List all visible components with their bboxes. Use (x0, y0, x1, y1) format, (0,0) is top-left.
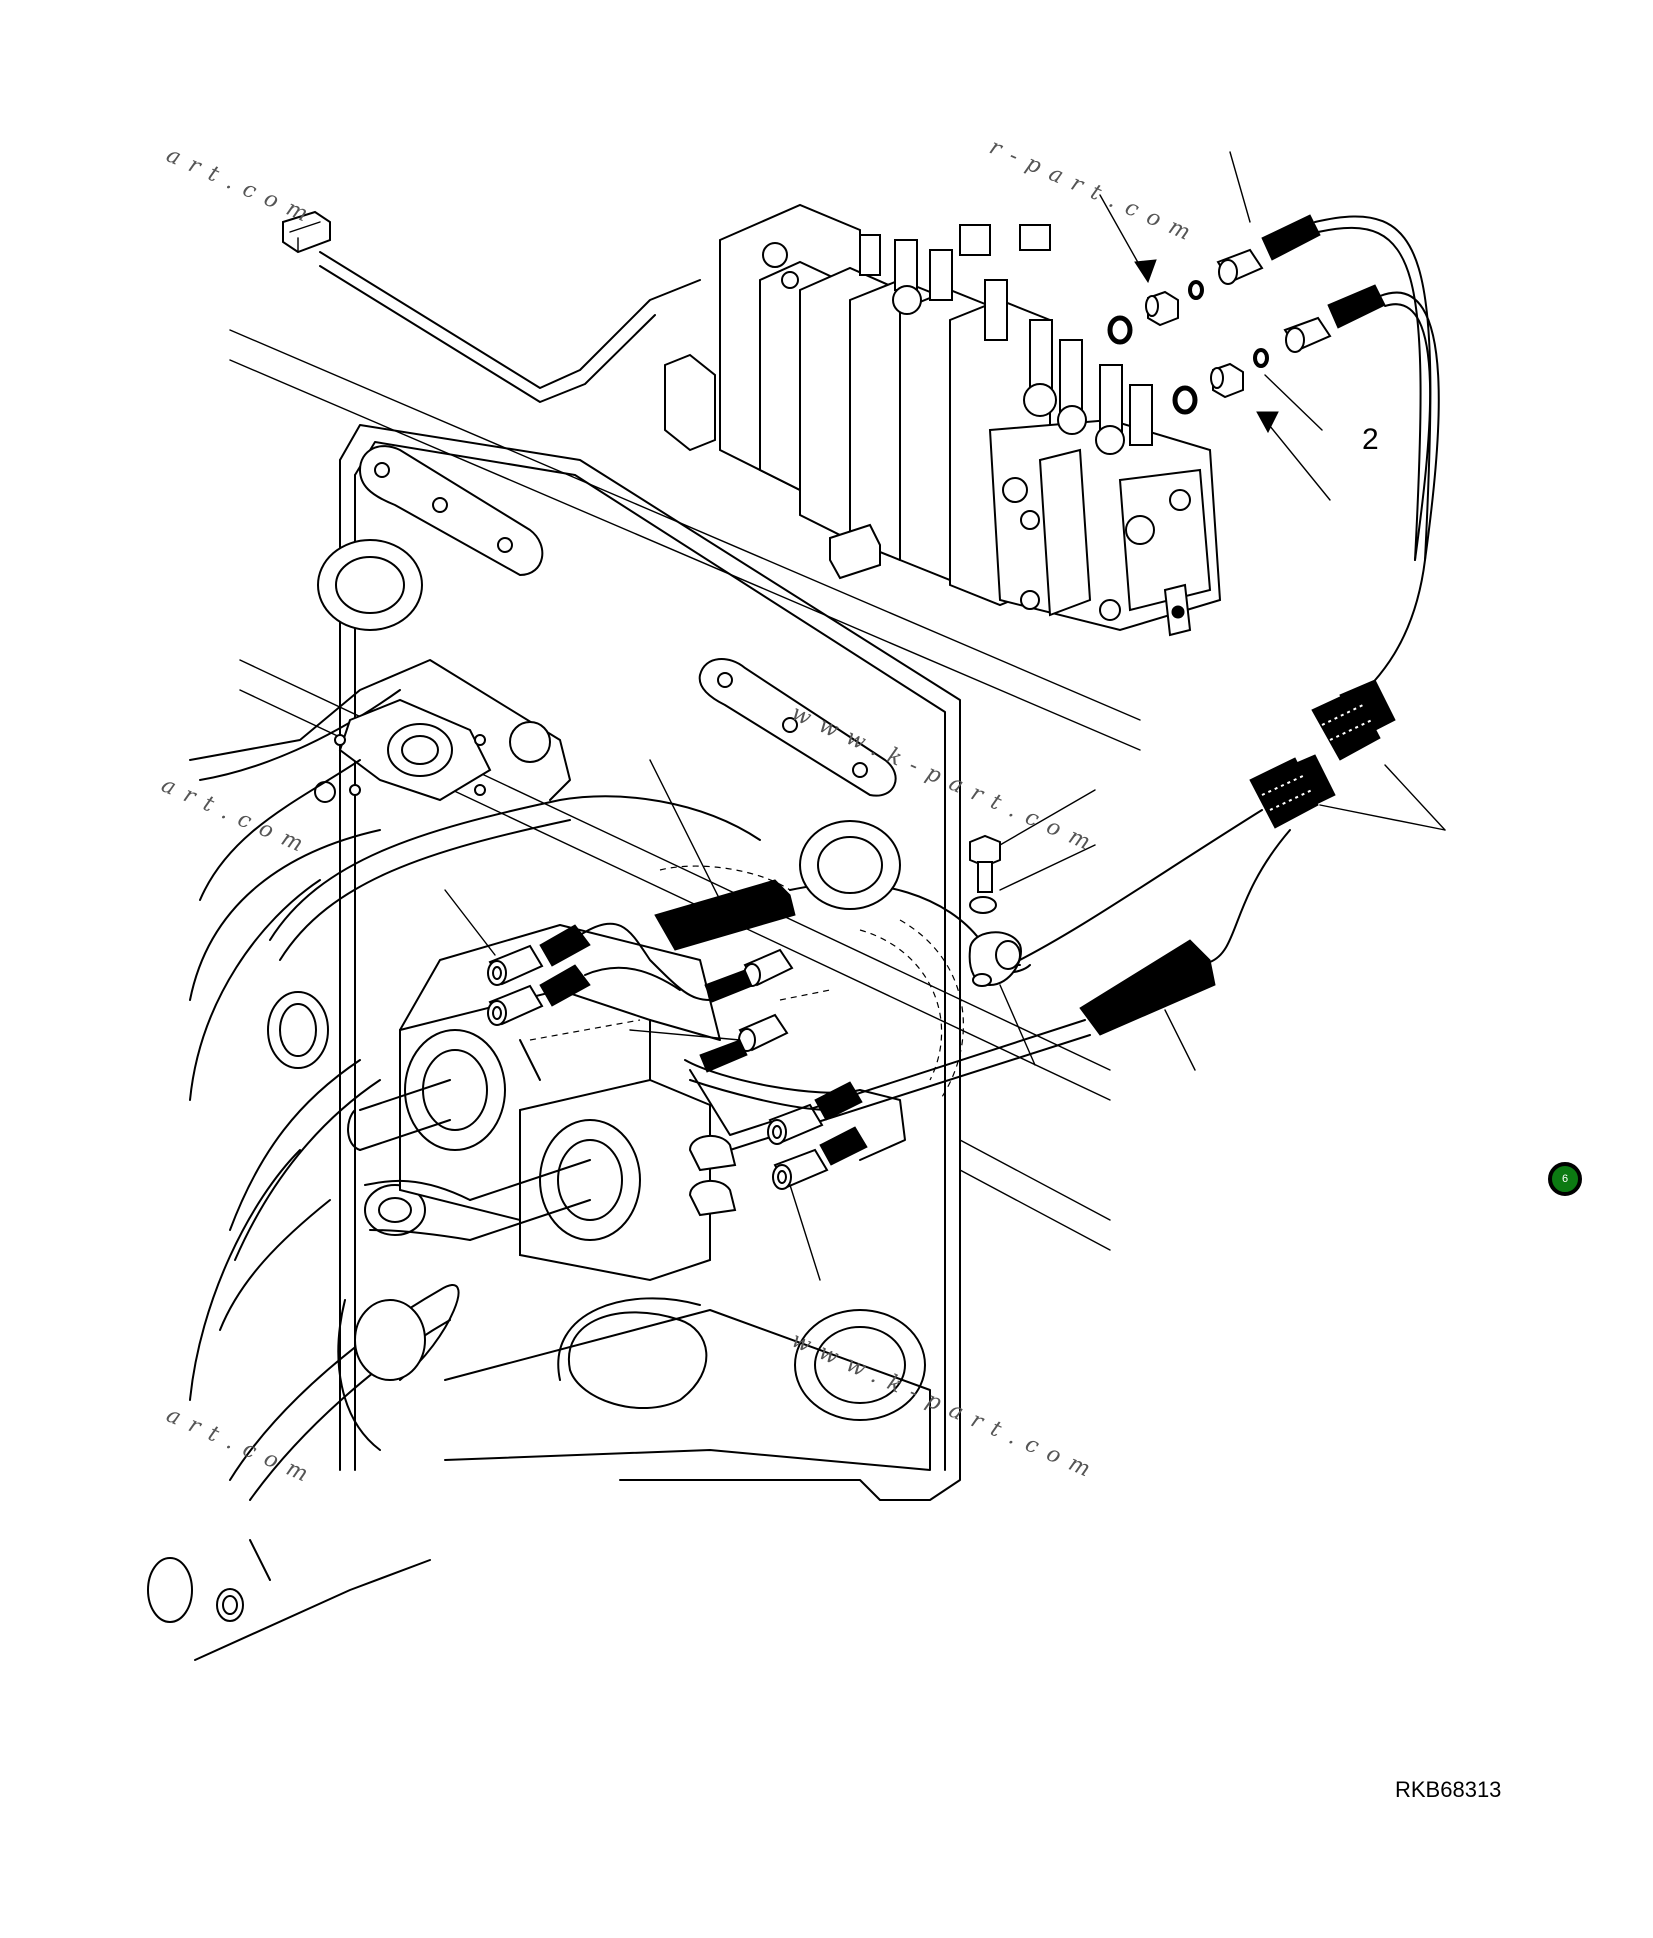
hose-end-upper (1216, 214, 1321, 285)
o-ring-lower-left (1172, 385, 1198, 415)
shaft-assembly (347, 924, 737, 1282)
bolt (969, 834, 1001, 893)
hose-fittings-lower (767, 1081, 868, 1190)
watermark-1: art.com (163, 143, 322, 232)
protective-sleeve-lower (1249, 754, 1336, 829)
hose-fittings-center (699, 948, 794, 1073)
control-valve-block (664, 203, 1222, 637)
o-ring-upper-left (1107, 315, 1133, 345)
page-badge[interactable]: 6 (1548, 1162, 1582, 1196)
watermark-4: art.com (158, 773, 317, 862)
large-hose-sleeve (1079, 939, 1216, 1036)
washer (969, 896, 997, 914)
drawing-reference-code: RKB68313 (1395, 1777, 1502, 1802)
fitting-elbow-upper (1145, 290, 1179, 327)
protective-sleeve-upper (1311, 679, 1396, 761)
hose-fittings-left (487, 924, 591, 1026)
middle-hose-sleeve (654, 879, 796, 951)
chassis-frame (317, 424, 961, 1501)
hydraulic-hose-lower (1379, 291, 1440, 561)
callout-number: 2 (1362, 423, 1379, 456)
bent-pipe (319, 251, 701, 389)
hose-end-lower (1283, 284, 1386, 353)
pipe-clip-top-left (282, 210, 331, 254)
seal-ring-upper (1188, 280, 1204, 300)
hydraulic-hose-upper (1314, 215, 1432, 711)
fitting-elbow-lower (1210, 362, 1244, 399)
swing-bracket (147, 659, 761, 1661)
seal-ring-lower (1253, 348, 1269, 368)
watermark-6: art.com (163, 1403, 322, 1492)
arrow-lower (1256, 411, 1279, 434)
watermark-2: r-part.com (986, 135, 1204, 251)
hose-clamp (968, 931, 1022, 987)
hidden-lines (529, 865, 964, 1101)
leader-lines (444, 151, 1446, 1281)
arrow-upper (1134, 259, 1157, 284)
